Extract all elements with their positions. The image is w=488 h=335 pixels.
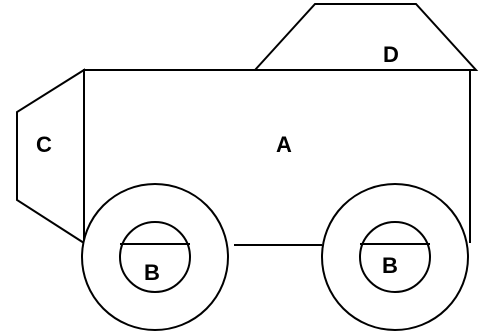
rear-wheel — [321, 183, 469, 331]
label-c: C — [36, 132, 52, 157]
front-panel-shape-c — [16, 68, 85, 245]
label-b-front: B — [144, 260, 160, 285]
label-d: D — [383, 42, 399, 67]
label-a: A — [276, 132, 292, 157]
front-wheel — [81, 183, 229, 331]
cab-shape-d — [252, 3, 479, 71]
label-b-rear: B — [382, 253, 398, 278]
front-wheel-hub-shape-b — [119, 221, 191, 293]
rear-wheel-hub-shape-b — [359, 221, 431, 293]
